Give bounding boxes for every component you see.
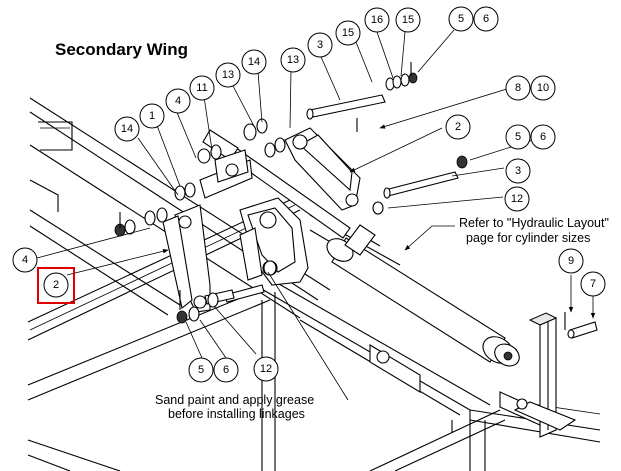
callout-14: 14 <box>114 116 140 142</box>
svg-text:13: 13 <box>222 69 234 81</box>
callout-3: 3 <box>307 32 333 58</box>
hydraulic-note-line1: Refer to "Hydraulic Layout" <box>459 216 609 230</box>
svg-text:11: 11 <box>196 82 207 94</box>
svg-text:2: 2 <box>455 121 461 133</box>
svg-text:8: 8 <box>515 82 521 94</box>
svg-text:3: 3 <box>317 39 323 51</box>
svg-text:1: 1 <box>149 110 155 122</box>
callout-1: 1 <box>139 103 165 129</box>
callout-12: 12 <box>253 356 279 382</box>
svg-text:5: 5 <box>515 131 521 143</box>
callout-9: 9 <box>558 248 584 274</box>
svg-text:5: 5 <box>198 364 204 376</box>
callout-14: 14 <box>241 49 267 75</box>
callout-13: 13 <box>215 62 241 88</box>
callout-bubbles: 16 15 5 6 15 3 14 13 13 11 4 1 14 8 10 2… <box>12 6 606 383</box>
svg-text:15: 15 <box>402 14 414 26</box>
callout-10: 10 <box>530 75 556 101</box>
hardware <box>114 62 566 432</box>
linkage-arm-left <box>162 149 253 313</box>
callout-16: 16 <box>364 7 390 33</box>
svg-text:12: 12 <box>511 193 523 205</box>
wing-frame <box>27 97 601 471</box>
callout-8: 8 <box>505 75 531 101</box>
svg-text:16: 16 <box>371 14 383 26</box>
pins <box>204 94 598 339</box>
callout-15: 15 <box>335 20 361 46</box>
callout-5: 5 <box>188 357 214 383</box>
vertical-post <box>499 312 577 438</box>
callout-12: 12 <box>504 186 530 212</box>
svg-text:13: 13 <box>287 54 299 66</box>
svg-text:6: 6 <box>540 131 546 143</box>
svg-text:3: 3 <box>515 165 521 177</box>
callout-5: 5 <box>448 6 474 32</box>
highlight-box <box>37 267 75 304</box>
svg-text:15: 15 <box>342 27 354 39</box>
hydraulic-cylinder <box>202 129 520 367</box>
svg-text:12: 12 <box>260 363 272 375</box>
callout-7: 7 <box>580 271 606 297</box>
svg-text:6: 6 <box>483 13 489 25</box>
svg-text:14: 14 <box>121 123 133 135</box>
callout-3: 3 <box>505 158 531 184</box>
svg-text:4: 4 <box>22 254 28 266</box>
svg-text:10: 10 <box>537 82 549 94</box>
hydraulic-note-line2: page for cylinder sizes <box>466 231 590 245</box>
callout-4: 4 <box>12 247 38 273</box>
callout-13: 13 <box>280 47 306 73</box>
svg-text:7: 7 <box>590 278 596 290</box>
callout-5: 5 <box>505 124 531 150</box>
callout-15: 15 <box>395 7 421 33</box>
svg-text:2: 2 <box>53 279 59 291</box>
callout-2: 2 <box>445 114 471 140</box>
callout-6: 6 <box>473 6 499 32</box>
diagram-title: Secondary Wing <box>55 40 188 59</box>
callout-2: 2 <box>43 272 69 298</box>
grease-note-line1: Sand paint and apply grease <box>155 393 314 407</box>
svg-text:9: 9 <box>568 255 574 267</box>
svg-text:6: 6 <box>223 364 229 376</box>
callout-4: 4 <box>165 88 191 114</box>
svg-text:5: 5 <box>458 13 464 25</box>
callout-11: 11 <box>189 75 215 101</box>
callout-6: 6 <box>213 357 239 383</box>
svg-text:4: 4 <box>175 95 181 107</box>
grease-note-line2: before installing linkages <box>168 407 305 421</box>
callout-6: 6 <box>530 124 556 150</box>
linkage-arm-upper <box>284 127 361 211</box>
svg-text:14: 14 <box>248 56 260 68</box>
